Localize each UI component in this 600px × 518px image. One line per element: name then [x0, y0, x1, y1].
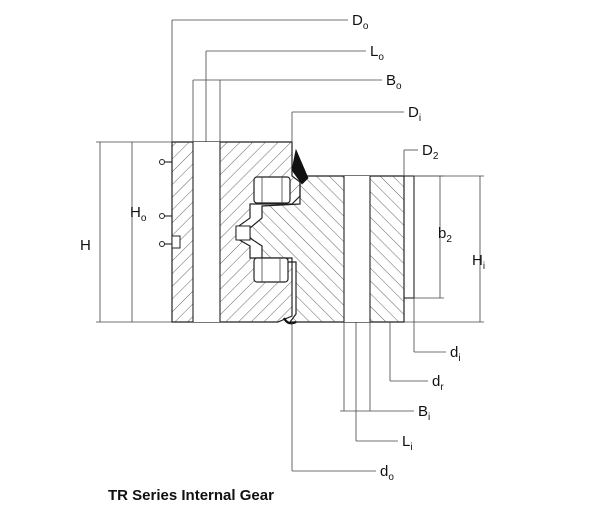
- dim-label-Bo: Bo: [386, 72, 402, 92]
- dim-label-D2: D2: [422, 142, 439, 162]
- dim-label-Di: Di: [408, 104, 421, 124]
- dim-label-Bi: Bi: [418, 403, 430, 423]
- lower-seal: [283, 317, 297, 325]
- dim-label-Li: Li: [402, 433, 413, 453]
- upper-seal: [291, 148, 309, 185]
- spacer-block: [235, 225, 251, 241]
- figure-caption: TR Series Internal Gear: [108, 487, 274, 504]
- upper-roller: [253, 176, 291, 204]
- dim-label-di: di: [450, 344, 461, 364]
- grease-nipples: [159, 159, 181, 249]
- dim-label-b2: b2: [438, 225, 452, 245]
- dim-label-H: H: [80, 237, 91, 254]
- dim-label-do: do: [380, 463, 394, 483]
- dim-label-Hi: Hi: [472, 252, 485, 272]
- lower-roller: [253, 257, 289, 283]
- dim-label-Ho: Ho: [130, 204, 147, 224]
- dim-label-Lo: Lo: [370, 43, 384, 63]
- dim-label-Do: Do: [352, 12, 369, 32]
- dim-label-dr: dr: [432, 373, 444, 393]
- outer-bolt-channel: [193, 142, 220, 322]
- inner-bolt-channel: [344, 176, 370, 322]
